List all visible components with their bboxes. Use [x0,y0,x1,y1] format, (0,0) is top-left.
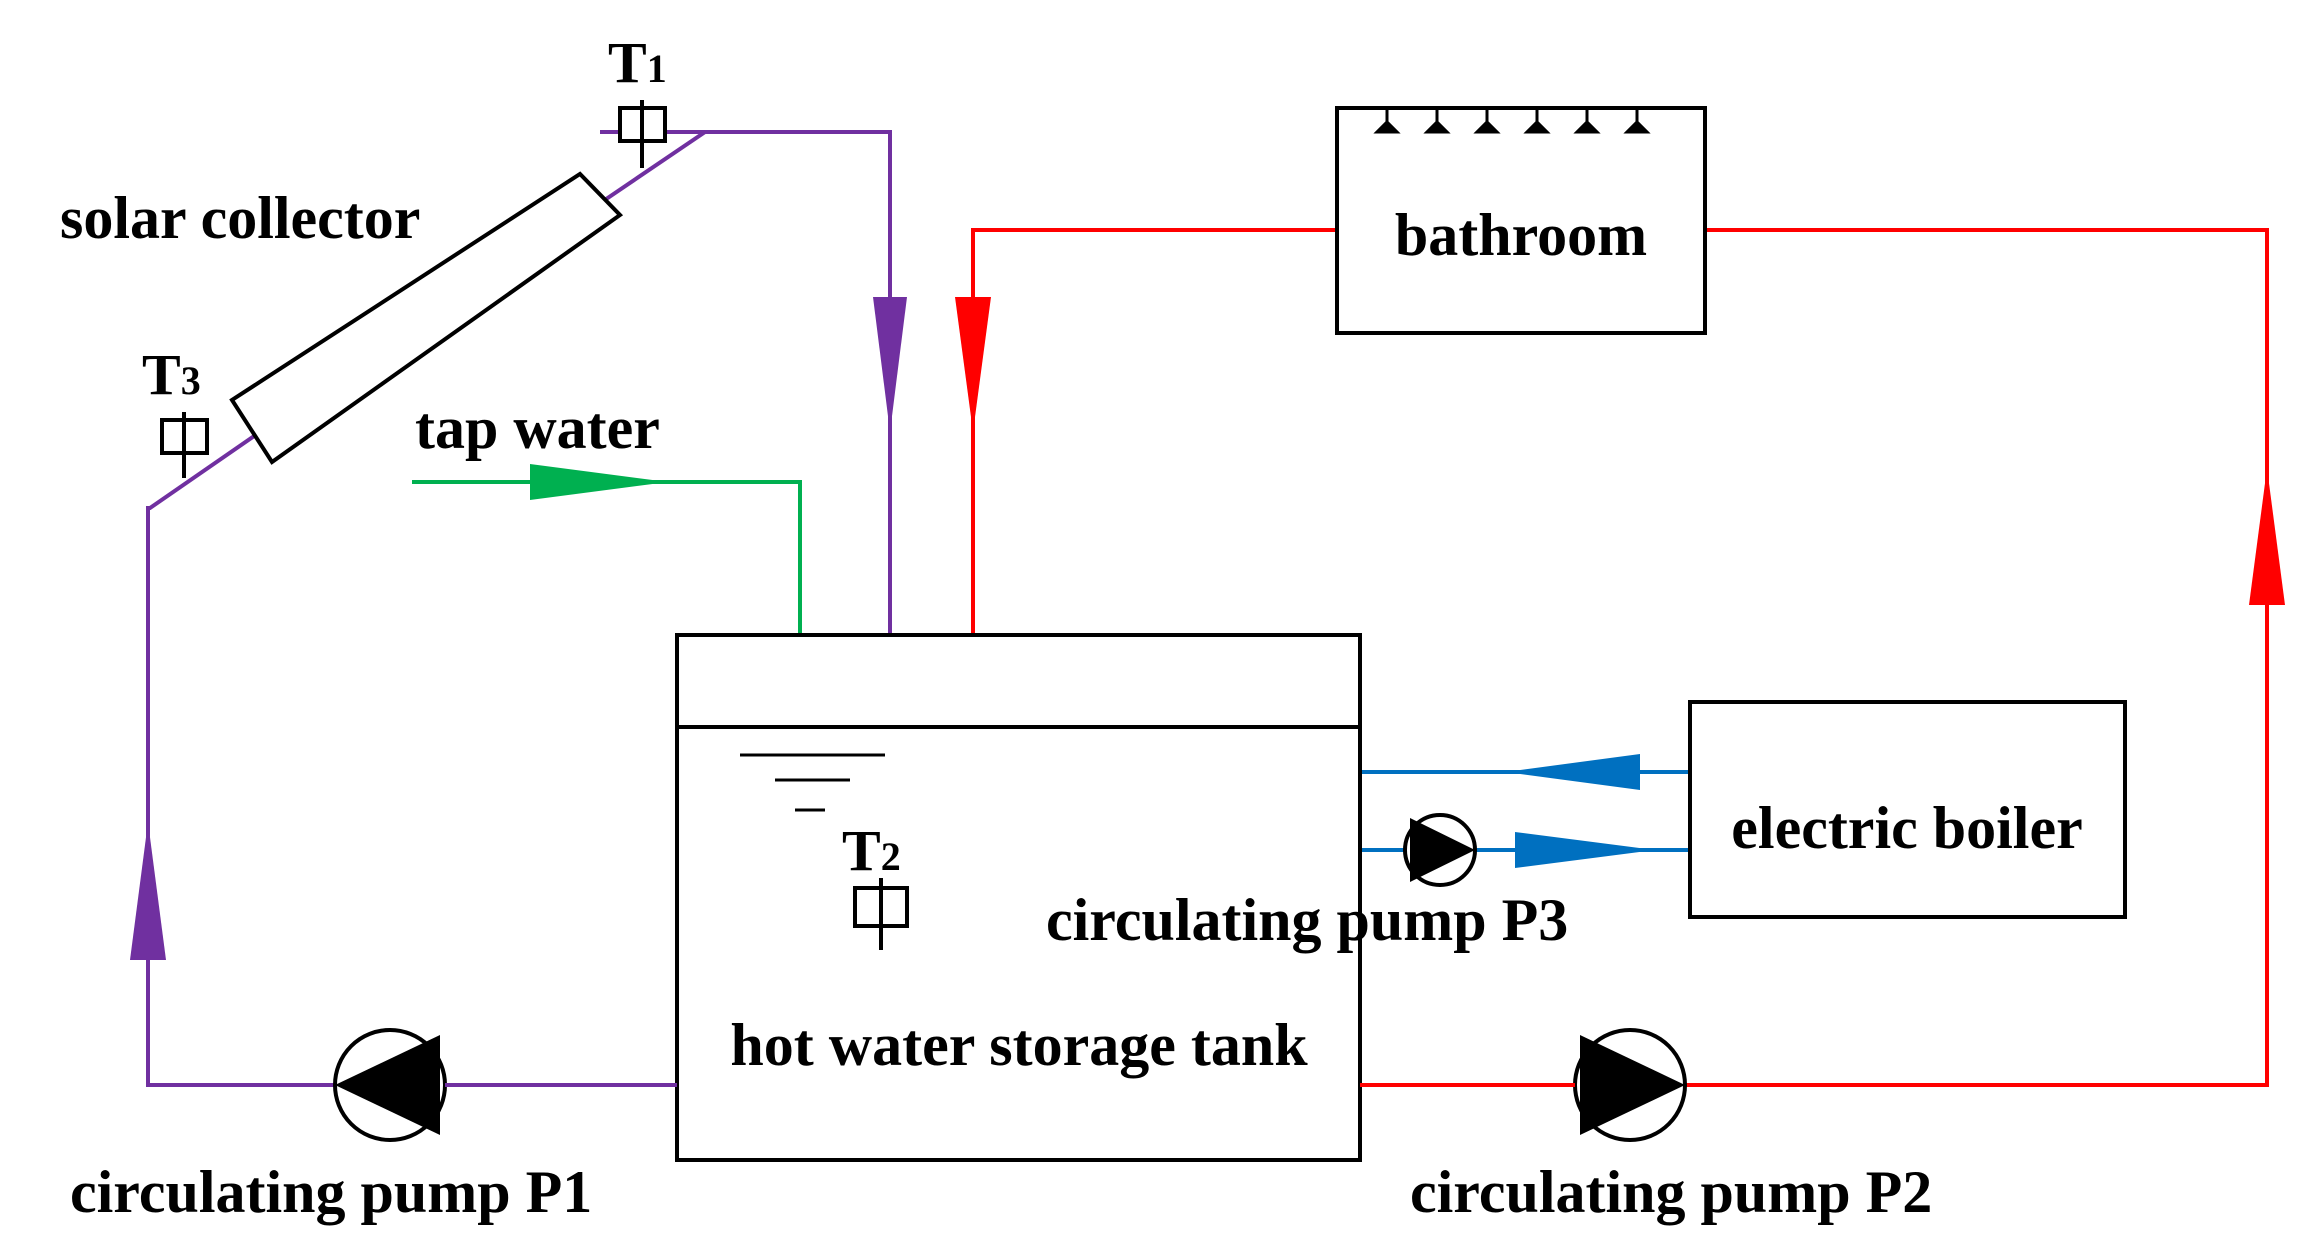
tank-label: hot water storage tank [730,1012,1308,1078]
sensor-t1: T1 [608,30,667,168]
bathroom-box [1335,106,1707,335]
sensor-t2: T2 [842,818,909,950]
bathroom: bathroom [1335,106,1707,335]
shower-heads [1373,110,1651,134]
solar-collector-label: solar collector [60,185,420,251]
pump-p3 [1403,813,1477,887]
bathroom-return-pipe [971,228,1337,635]
storage-tank [675,633,1362,1162]
tap-water-line [412,464,802,635]
pump-p1-direction-icon [335,1035,440,1135]
sensor-t2-label: T2 [842,818,901,883]
pump-p2-label: circulating pump P2 [1410,1159,1932,1225]
tap-water-arrow [530,464,668,500]
tap-water-label: tap water [415,395,660,461]
bathroom-up-arrow [2249,468,2285,605]
boiler-box [1688,700,2127,919]
pump-p2 [1573,1028,1687,1142]
boiler-supply-arrow [1515,832,1655,868]
electric-boiler: electric boiler [1688,700,2127,919]
sensor-t1-label: T1 [608,30,667,95]
collector-down-arrow [873,297,907,432]
bathroom-label: bathroom [1395,202,1647,268]
pump-p2-direction-icon [1580,1035,1685,1135]
bathroom-loop [955,228,2285,1087]
pump-p1 [333,1028,447,1142]
sensor-t3-label: T3 [142,342,201,407]
bathroom-supply-pipe [1362,228,2269,1087]
pump-p3-label: circulating pump P3 [1046,887,1568,953]
sensor-t3: T3 [142,342,209,478]
solar-collector [229,171,624,465]
pump-p1-label: circulating pump P1 [70,1159,592,1225]
pump-p3-direction-icon [1410,818,1475,882]
bathroom-down-arrow [955,297,991,432]
tank-body [675,633,1362,1162]
collector-return-pipe [146,430,675,1087]
collector-up-arrow [130,822,166,960]
tap-water-pipe [412,480,802,635]
solar-collector-panel [229,171,624,465]
collector-upper-pipe [588,130,712,212]
boiler-return-arrow [1505,754,1640,790]
collector-supply-pipe [600,130,892,635]
boiler-label: electric boiler [1731,795,2082,861]
